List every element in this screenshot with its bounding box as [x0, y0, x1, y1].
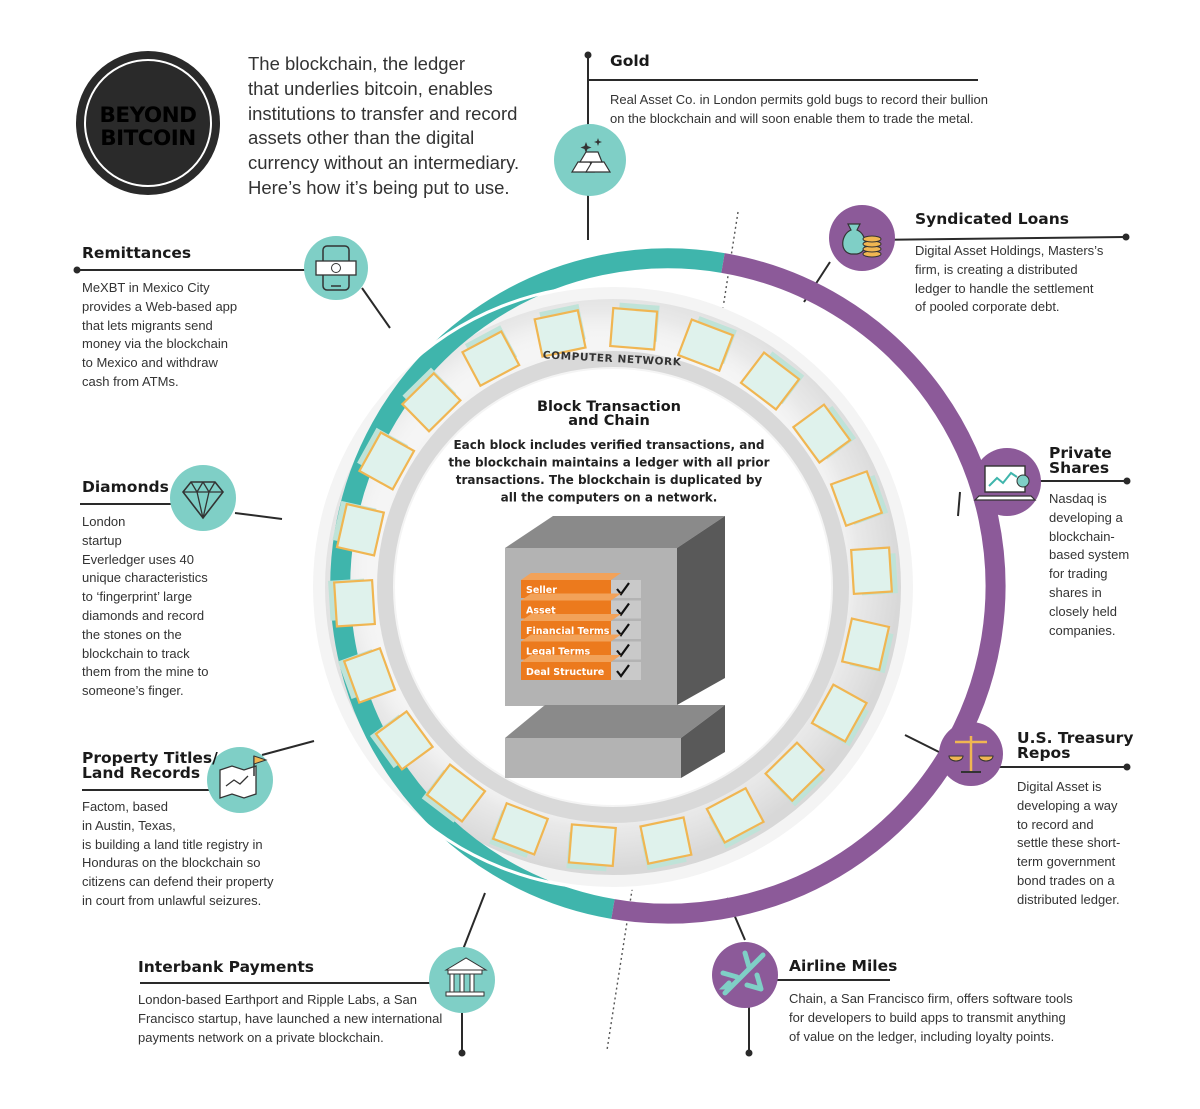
center-description-line: transactions. The blockchain is duplicat… — [456, 473, 763, 487]
connector-dots — [73, 51, 1131, 1057]
bank-building-icon — [429, 947, 495, 1013]
use-airline-miles: Airline Miles Chain, a San Francisco fir… — [789, 957, 1073, 1044]
connector-lines — [75, 55, 1127, 1053]
computer-icon — [840, 617, 894, 674]
use-property-titles: Property Titles/ Land Records Factom, ba… — [82, 749, 274, 908]
checkmark-icon — [616, 664, 630, 678]
map-flag-icon — [207, 747, 273, 813]
computer-icon — [609, 302, 660, 351]
computer-icon — [739, 351, 805, 411]
money-bag-coins-icon — [829, 205, 895, 271]
block-field-label: Legal Terms — [526, 647, 591, 658]
center-description-line: all the computers on a network. — [501, 491, 718, 505]
computer-icon — [639, 816, 693, 870]
computer-icon — [337, 646, 397, 705]
computer-icon — [810, 683, 869, 747]
computer-icon — [791, 403, 857, 465]
future-uses-label: FUTURE USES — [914, 575, 941, 663]
computer-icon — [460, 325, 521, 388]
computer-icon — [332, 500, 386, 557]
airplane-icon — [712, 942, 778, 1008]
block-field-label: Seller — [526, 585, 557, 596]
block-field-label: Deal Structure — [526, 667, 604, 678]
block-field-bar — [521, 662, 611, 680]
use-syndicated-loans: Syndicated Loans Digital Asset Holdings,… — [915, 210, 1104, 315]
laptop-chart-icon — [973, 448, 1041, 516]
use-gold-body: Real Asset Co. in London permits gold bu… — [610, 92, 988, 126]
checkmark-icon — [616, 623, 630, 637]
use-gold: Gold Real Asset Co. in London permits go… — [610, 52, 1030, 129]
computer-icon — [489, 801, 550, 858]
center-description-line: the blockchain maintains a ledger with a… — [448, 456, 769, 470]
computer-icon — [764, 741, 826, 807]
logo-line1: BEYOND — [100, 103, 197, 128]
computer-icon — [676, 316, 737, 373]
computer-icon — [421, 763, 487, 823]
computer-icon — [369, 709, 435, 771]
computer-icon — [829, 469, 889, 528]
computer-icon — [533, 304, 587, 358]
computer-icon — [328, 578, 377, 628]
center-description-line: Each block includes verified transaction… — [453, 438, 764, 452]
future-uses-arc — [611, 253, 1006, 924]
use-interbank-payments: Interbank Payments London-based Earthpor… — [138, 958, 443, 1045]
checkmark-icon — [616, 602, 630, 617]
center-title-line1: Block Transaction — [537, 399, 681, 415]
logo-line2: BITCOIN — [100, 126, 196, 151]
use-gold-title: Gold — [610, 52, 650, 70]
gold-bars-icon — [554, 124, 626, 196]
scales-icon — [939, 722, 1003, 786]
computer-icon — [705, 786, 766, 849]
block-field-label: Asset — [526, 606, 556, 617]
diamond-icon — [170, 465, 236, 531]
computer-icon — [849, 546, 898, 596]
beyond-bitcoin-logo: BEYOND BITCOIN — [76, 51, 220, 195]
checkmark-icon — [616, 643, 630, 658]
network-computers — [328, 302, 898, 872]
computer-icon — [400, 367, 462, 433]
computer-icon — [357, 427, 416, 491]
checkmark-icon — [616, 582, 630, 596]
phone-cash-icon — [304, 236, 368, 300]
computer-icon — [566, 823, 617, 872]
center-title-line2: and Chain — [568, 413, 650, 429]
center-description: Each block includes verified transaction… — [448, 438, 769, 505]
block-field-label: Financial Terms — [526, 626, 610, 637]
